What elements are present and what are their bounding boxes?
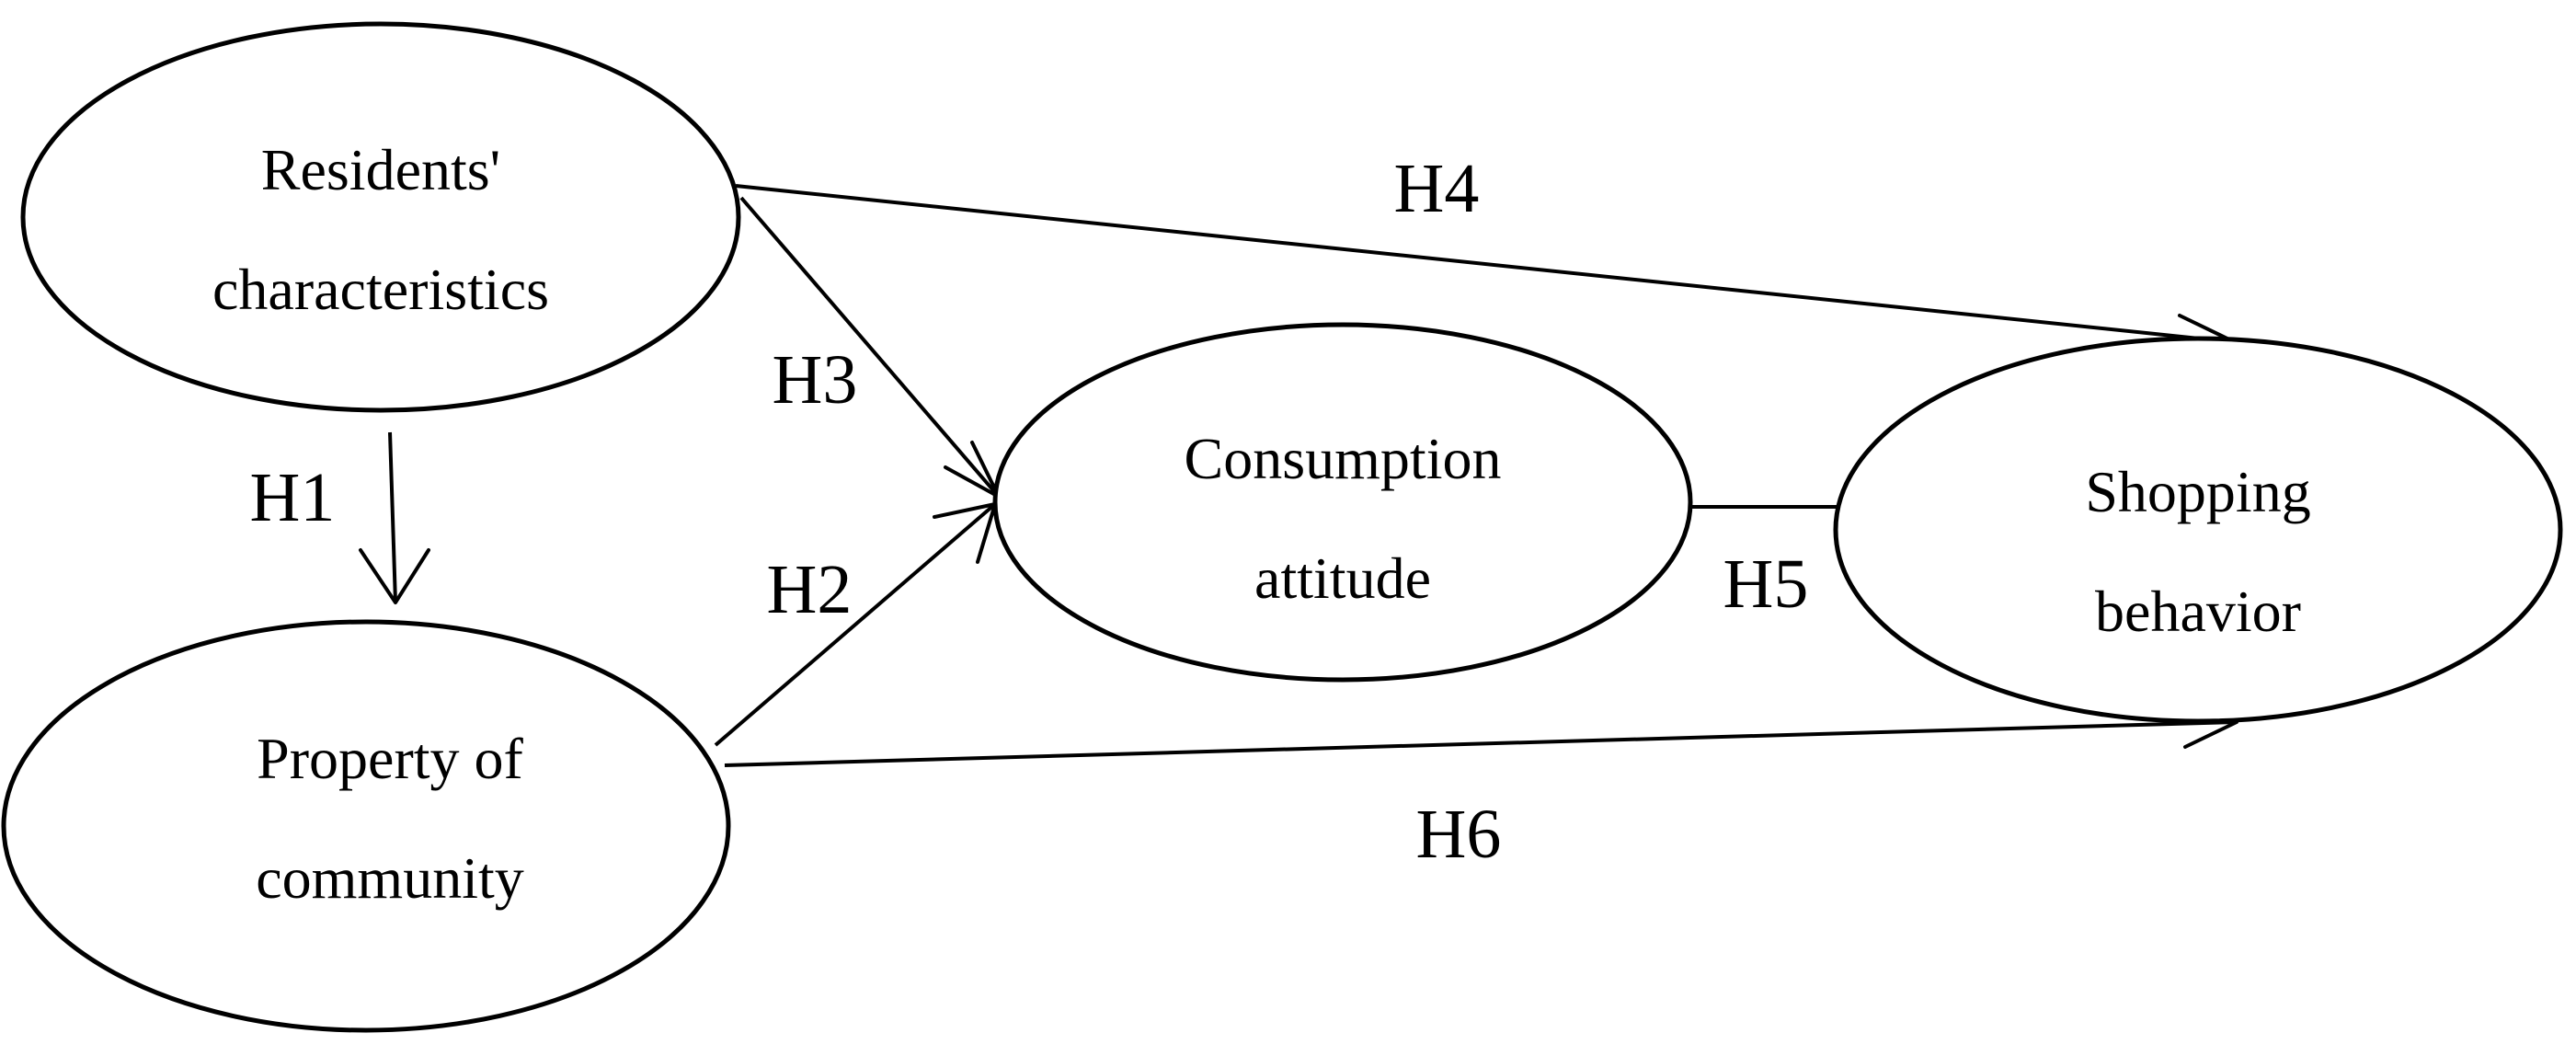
edge-h6-line (724, 720, 2238, 767)
node-shopping-ellipse (1833, 336, 2563, 724)
node-residents-label-line2: characteristics (212, 257, 549, 322)
node-consumption-attitude: Consumption attitude (992, 322, 1693, 683)
edge-h4-label: H4 (1394, 150, 1480, 227)
node-property-of-community: Property of community (1, 619, 731, 1033)
edge-h3-label: H3 (773, 341, 858, 419)
edge-h5-label: H5 (1723, 545, 1809, 623)
edge-h3-line (739, 196, 1001, 499)
edge-h4-line (735, 184, 2236, 344)
node-shopping-label-line1: Shopping (2085, 459, 2310, 524)
node-residents-ellipse (20, 21, 741, 413)
edge-h6 (724, 695, 2238, 767)
edge-h2-line (714, 502, 997, 747)
node-residents-label-line1: Residents' (261, 137, 500, 202)
node-consumption-label-line2: attitude (1254, 545, 1431, 611)
edge-h6-label: H6 (1416, 796, 1502, 873)
node-property-label-line1: Property of (257, 726, 523, 791)
node-residents-characteristics: Residents' characteristics (20, 21, 741, 413)
edge-h1-line (388, 431, 397, 603)
node-consumption-label-line1: Consumption (1185, 426, 1502, 491)
edge-h2-label: H2 (767, 551, 853, 628)
node-property-ellipse (1, 619, 731, 1033)
node-property-label-line2: community (256, 845, 524, 911)
edge-h1 (359, 431, 430, 604)
edge-h2 (714, 502, 997, 747)
node-consumption-ellipse (992, 322, 1693, 683)
edge-h1-label: H1 (250, 459, 336, 536)
node-shopping-label-line2: behavior (2095, 579, 2301, 644)
edge-h1-arrowhead (359, 548, 430, 604)
edge-h4 (735, 184, 2237, 362)
node-shopping-behavior: Shopping behavior (1833, 336, 2563, 724)
